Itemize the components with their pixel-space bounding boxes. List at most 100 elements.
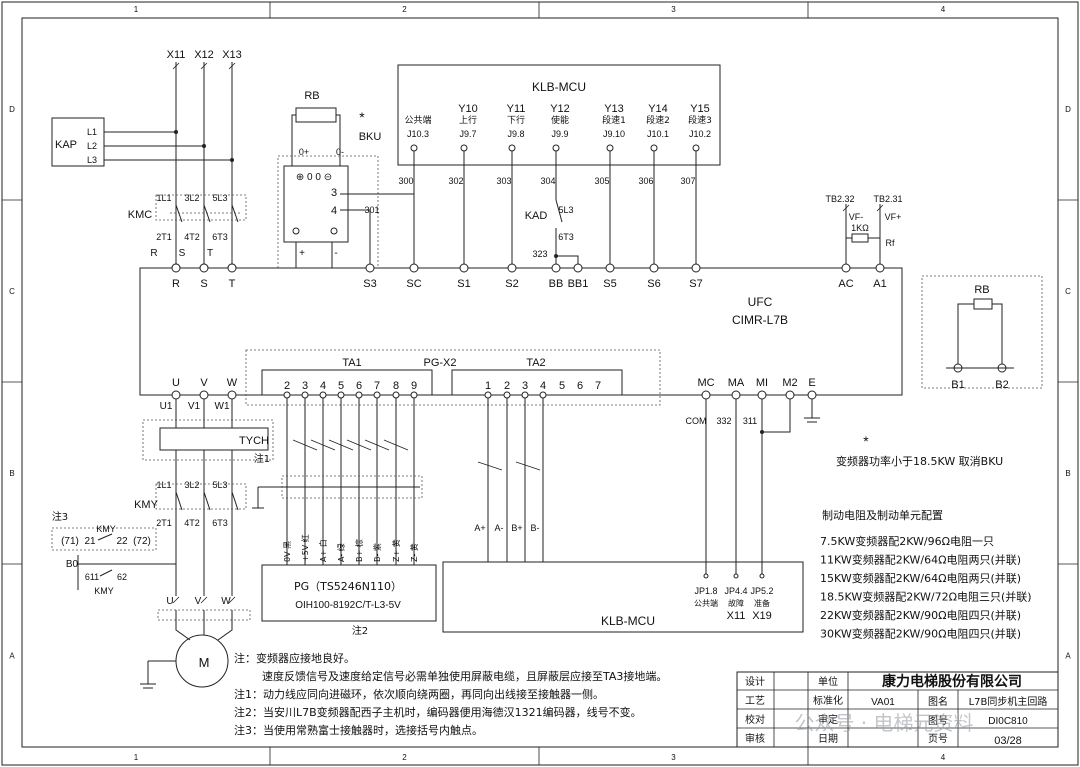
row-letter-left: B: [9, 469, 14, 478]
ufc-top-terminal: [691, 263, 701, 273]
ufc-bottom-terminal-label: V: [200, 377, 208, 389]
bku-note-star: *: [863, 433, 869, 449]
junction-dot: [554, 254, 558, 258]
row-letter-left: A: [9, 652, 15, 661]
rb-external-wire: [992, 303, 1003, 366]
mcu-output-pin: J10.2: [689, 129, 711, 139]
braking-config-title: 制动电阻及制动单元配置: [822, 509, 943, 522]
title-block-row-label: 校对: [745, 713, 765, 726]
ufc-bottom-terminal-label: U: [172, 377, 180, 389]
kmy-contact: [203, 491, 211, 511]
title-block-mid-label: 审定: [818, 713, 838, 726]
mcu-wire-number: 302: [448, 176, 463, 186]
row-letter-right: C: [1065, 287, 1071, 296]
mcu-input-pin: JP5.2: [750, 586, 773, 596]
title-block-mid-label: 日期: [818, 733, 838, 745]
kmc-bottom-terminal: 2T1: [156, 232, 172, 242]
column-number-top: 3: [671, 5, 676, 14]
kmc-contact: [231, 204, 239, 223]
title-block-row-label: 审核: [745, 732, 765, 745]
rb-resistor: [295, 107, 337, 123]
kmc-rst-label: S: [179, 248, 186, 259]
klb-mcu-top-title: KLB-MCU: [532, 80, 586, 94]
drawing-note: 速度反馈信号及速度给定信号必需单独使用屏蔽电缆，且屏蔽层应接至TA3接地端。: [262, 669, 667, 683]
row-letter-right: B: [1065, 469, 1070, 478]
braking-config-row: 22KW变频器配2KW/90Ω电阻四只(并联): [820, 608, 1021, 622]
cable-twist: [364, 439, 390, 451]
ta2-terminal: [484, 391, 492, 399]
bku-label: BKU: [359, 131, 382, 143]
ta1-pin: 5: [338, 380, 344, 392]
rf-value-label: 1KΩ: [851, 223, 869, 233]
m2-jumper: [762, 399, 791, 433]
mcu-input-terminal: [733, 573, 739, 579]
ta1-pin: 3: [302, 380, 308, 392]
title-block-row-label: 工艺: [745, 695, 765, 707]
kmy-top-terminal: 3L2: [184, 480, 199, 490]
ufc-bottom-terminal: [701, 390, 711, 400]
mcu-output-terminal: [692, 144, 700, 152]
mcu-input-terminal: [703, 573, 709, 579]
title-block-mid-label: 标准化: [813, 694, 843, 707]
encoder-wire-color: B+ 棕: [354, 539, 364, 562]
mcu-input-terminal: [759, 573, 765, 579]
column-number-bottom: 3: [671, 753, 676, 762]
title-block-row-label: 设计: [745, 675, 765, 688]
drawing-note: 注2：当安川L7B变频器配西子主机时，编码器便用海德汉1321编码器，线号不变。: [234, 705, 642, 719]
supply-phase-label: X11: [167, 49, 186, 61]
ufc-top-terminal-label: R: [172, 278, 180, 290]
kap-label: KAP: [55, 139, 77, 151]
bku-plus-sign: +: [299, 248, 305, 259]
ufc-top-terminal: [573, 263, 583, 273]
page-label: 页号: [928, 733, 948, 745]
kmy-bottom-terminal: 4T2: [184, 518, 200, 528]
kmc-contact: [175, 204, 183, 223]
uvw1-label: U1: [160, 401, 173, 412]
ta1-terminal: [410, 391, 418, 399]
rf-resistor: [851, 233, 869, 243]
figure-name: L7B同步机主回路: [969, 695, 1048, 708]
ufc-bottom-terminal-label: W: [227, 377, 238, 389]
ufc-top-terminal: [605, 263, 615, 273]
row-letter-left: D: [9, 105, 15, 114]
column-number-bottom: 2: [402, 753, 407, 762]
kmc-top-terminal: 1L1: [156, 193, 171, 203]
mcu-wire-number: 306: [638, 176, 653, 186]
encoder-in-label: A+: [474, 523, 485, 533]
mcu-output-terminal: [460, 144, 468, 152]
motor-uvw-label: V: [195, 596, 202, 607]
bku-minus-sign: -: [334, 248, 337, 259]
row-letter-left: C: [9, 287, 15, 296]
cable-twist: [310, 439, 336, 451]
mcu-output-cn: 下行: [507, 114, 525, 126]
ufc-top-terminal-label: S: [200, 278, 207, 290]
ta1-terminal: [392, 391, 400, 399]
note2-tag: 注2: [352, 624, 368, 637]
ta2-label: TA2: [526, 357, 545, 369]
cable-twist: [292, 439, 318, 451]
ufc-top-terminal-label: BB1: [568, 278, 589, 290]
junction-dot: [174, 130, 178, 134]
uvw1-label: V1: [188, 401, 201, 412]
kmy-aux-label: 22: [116, 536, 128, 547]
mcu-output-pin: J10.3: [407, 129, 429, 139]
ufc-top-terminal: [649, 263, 659, 273]
bku-inner-terminals: ⊕ 0 0 ⊝: [296, 172, 332, 183]
mcu-output-terminal: [410, 144, 418, 152]
wire-311-label: 311: [743, 416, 757, 426]
rb-wire-right: [332, 114, 341, 171]
wire-tick: [228, 62, 236, 70]
kmy-label: KMY: [134, 499, 159, 511]
encoder-wire-color: A+ 白: [318, 539, 328, 562]
bku-terminal: [330, 227, 338, 235]
kad-contact: [555, 199, 563, 223]
ta1-label: TA1: [342, 357, 361, 369]
kmy-aux-label: 21: [84, 536, 96, 547]
cable-twist: [515, 461, 541, 471]
vf-minus-label: VF-: [849, 212, 864, 222]
ufc-top-terminal-label: S5: [603, 278, 616, 290]
mcu-output-name: Y10: [458, 103, 478, 115]
kap-line-label: L3: [87, 155, 97, 165]
encoder-in-label: B+: [511, 523, 522, 533]
company-name: 康力电梯股份有限公司: [882, 673, 1022, 690]
